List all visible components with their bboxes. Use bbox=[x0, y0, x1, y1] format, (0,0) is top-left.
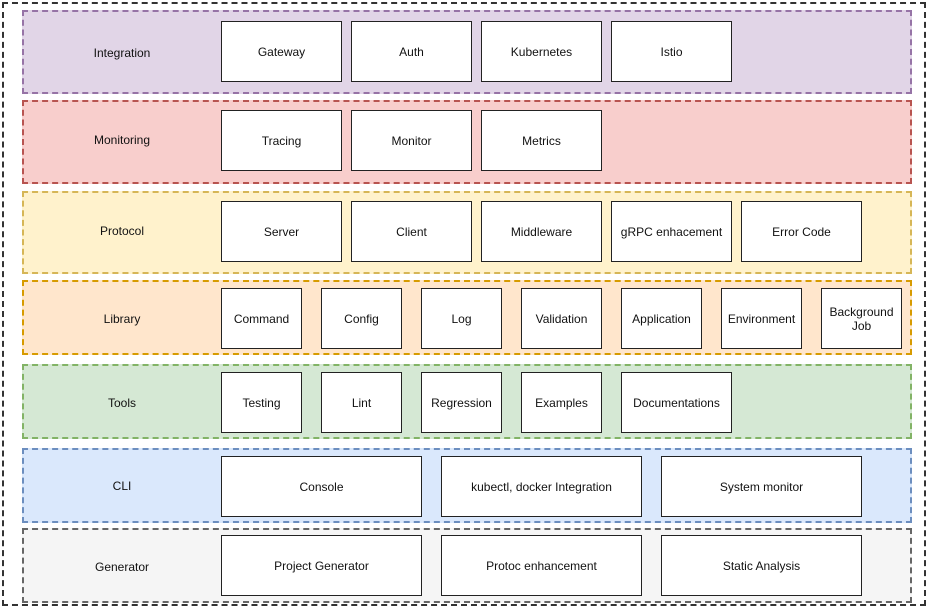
component-project-generator: Project Generator bbox=[221, 535, 422, 596]
component-command: Command bbox=[221, 288, 302, 349]
component-server: Server bbox=[221, 201, 342, 262]
component-static-analysis: Static Analysis bbox=[661, 535, 862, 596]
component-kubernetes: Kubernetes bbox=[481, 21, 602, 82]
component-documentations: Documentations bbox=[621, 372, 732, 433]
layer-label-integration: Integration bbox=[93, 46, 151, 60]
component-error-code: Error Code bbox=[741, 201, 862, 262]
component-gateway: Gateway bbox=[221, 21, 342, 82]
component-middleware: Middleware bbox=[481, 201, 602, 262]
layer-label-cli: CLI bbox=[112, 479, 132, 493]
component-monitor: Monitor bbox=[351, 110, 472, 171]
component-environment: Environment bbox=[721, 288, 802, 349]
layer-label-monitoring: Monitoring bbox=[93, 133, 151, 147]
component-examples: Examples bbox=[521, 372, 602, 433]
component-application: Application bbox=[621, 288, 702, 349]
component-tracing: Tracing bbox=[221, 110, 342, 171]
component-grpc-enhacement: gRPC enhacement bbox=[611, 201, 732, 262]
layer-label-protocol: Protocol bbox=[99, 224, 145, 238]
component-auth: Auth bbox=[351, 21, 472, 82]
component-client: Client bbox=[351, 201, 472, 262]
component-istio: Istio bbox=[611, 21, 732, 82]
component-regression: Regression bbox=[421, 372, 502, 433]
component-protoc-enhancement: Protoc enhancement bbox=[441, 535, 642, 596]
component-lint: Lint bbox=[321, 372, 402, 433]
layer-label-tools: Tools bbox=[107, 396, 136, 410]
component-validation: Validation bbox=[521, 288, 602, 349]
component-console: Console bbox=[221, 456, 422, 517]
layer-label-generator: Generator bbox=[94, 560, 150, 574]
component-config: Config bbox=[321, 288, 402, 349]
diagram-frame bbox=[2, 2, 926, 606]
component-metrics: Metrics bbox=[481, 110, 602, 171]
component-testing: Testing bbox=[221, 372, 302, 433]
layer-label-library: Library bbox=[103, 312, 141, 326]
component-system-monitor: System monitor bbox=[661, 456, 862, 517]
component-background-job: Background Job bbox=[821, 288, 902, 349]
component-log: Log bbox=[421, 288, 502, 349]
component-kubectl-docker-integration: kubectl, docker Integration bbox=[441, 456, 642, 517]
